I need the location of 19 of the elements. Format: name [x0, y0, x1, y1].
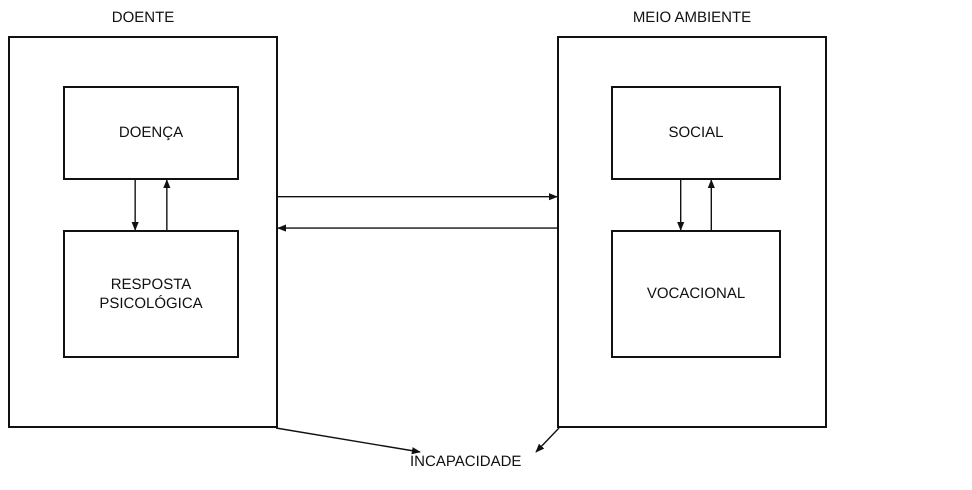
arrow: [278, 193, 558, 200]
process-box: [611, 230, 781, 358]
arrow: [535, 428, 560, 453]
process-box: [63, 230, 239, 358]
arrow: [132, 180, 139, 231]
box-label: SOCIAL: [668, 123, 724, 143]
arrow: [276, 427, 421, 454]
process-box: [63, 86, 239, 180]
arrow: [277, 224, 557, 232]
process-box: [611, 86, 781, 180]
box-label: VOCACIONAL: [646, 284, 746, 304]
group-heading: MEIO AMBIENTE: [632, 8, 752, 28]
outcome-label: INCAPACIDADE: [410, 453, 522, 470]
arrow: [677, 180, 684, 231]
box-label: RESPOSTA PSICOLÓGICA: [98, 274, 204, 314]
arrow: [163, 179, 170, 230]
arrow: [708, 179, 715, 230]
group-heading: DOENTE: [110, 8, 176, 28]
box-label: DOENÇA: [118, 123, 184, 143]
